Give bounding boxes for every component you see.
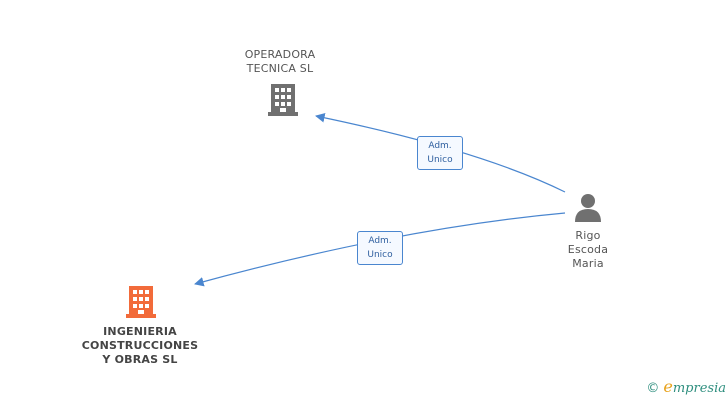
person-label[interactable]: Rigo Escoda Maria — [548, 229, 628, 271]
building-icon[interactable] — [268, 84, 298, 116]
edge-label-to-ingenieria[interactable]: Adm. Unico — [357, 231, 403, 265]
role-line: Adm. — [428, 141, 452, 151]
brand-logo: ©empresia — [646, 377, 726, 396]
company-name-line: Y OBRAS SL — [102, 353, 178, 366]
person-name-line: Maria — [572, 257, 604, 270]
role-line: Adm. — [368, 236, 392, 246]
company-label-ingenieria[interactable]: INGENIERIA CONSTRUCCIONES Y OBRAS SL — [70, 325, 210, 367]
company-name-line: OPERADORA — [244, 48, 316, 61]
brand-name: mpresia — [672, 381, 726, 396]
person-name-line: Escoda — [567, 243, 609, 256]
brand-initial: e — [663, 377, 673, 396]
company-name-line: CONSTRUCCIONES — [81, 339, 199, 352]
role-line: Unico — [367, 250, 393, 260]
company-label-operadora[interactable]: OPERADORA TECNICA SL — [230, 48, 330, 76]
company-name-line: TECNICA SL — [246, 62, 314, 75]
person-icon[interactable] — [575, 194, 601, 222]
copyright-icon: © — [646, 381, 660, 396]
person-name-line: Rigo — [575, 229, 601, 242]
role-line: Unico — [427, 155, 453, 165]
company-name-line: INGENIERIA — [103, 325, 177, 338]
edge-label-to-operadora[interactable]: Adm. Unico — [417, 136, 463, 170]
building-icon[interactable] — [126, 286, 156, 318]
